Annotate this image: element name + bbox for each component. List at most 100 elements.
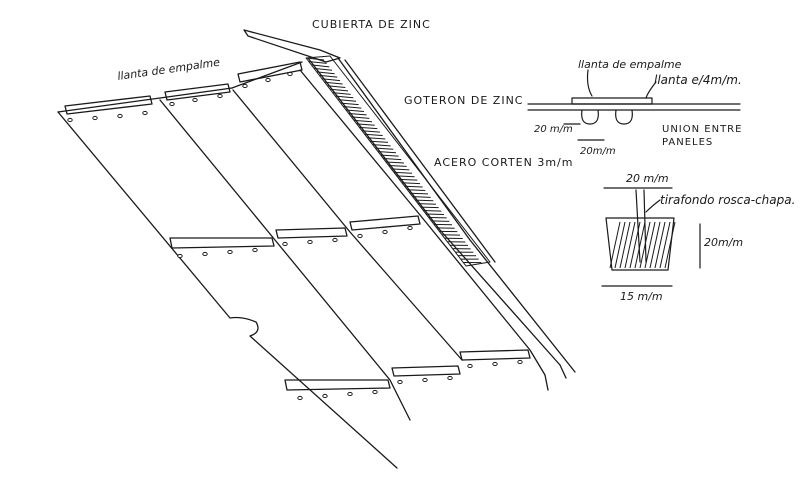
gutter-edge-2 xyxy=(337,57,576,373)
bolt-hole xyxy=(202,251,208,257)
bolt-hole xyxy=(357,233,363,239)
hatch-line xyxy=(369,140,389,143)
hatch-line xyxy=(372,144,391,147)
bolt-hole xyxy=(192,97,198,103)
screw-hatch-line xyxy=(659,221,671,269)
joint-strip-low-3 xyxy=(459,349,531,361)
lower-right-edge xyxy=(544,374,549,391)
hatch-line xyxy=(364,133,383,137)
label-zinc-cover: CUBIERTA DE ZINC xyxy=(312,18,431,31)
hatch-line xyxy=(353,119,373,123)
bolt-hole xyxy=(227,249,233,255)
panel-top-edge-2 xyxy=(159,87,233,99)
hatch-line xyxy=(332,92,351,95)
screw-hatch-line xyxy=(614,221,626,269)
bolt-hole xyxy=(407,225,413,231)
hatch-line xyxy=(380,154,399,157)
hatch-line xyxy=(321,78,341,82)
joint-lug-left xyxy=(581,109,599,125)
bolt-hole xyxy=(242,83,248,89)
hatch-line xyxy=(343,106,362,109)
hatch-line xyxy=(391,168,410,171)
label-screw: tirafondo rosca-chapa. xyxy=(660,193,795,207)
label-joint-strip-detail: llanta de empalme xyxy=(578,58,682,71)
leader-joint-strip xyxy=(586,69,593,97)
hatch-line xyxy=(327,85,346,88)
hatch-line xyxy=(319,74,338,78)
bolt-hole xyxy=(422,377,428,383)
leader-strip-thickness xyxy=(645,81,657,99)
hatch-line xyxy=(308,60,327,64)
bolt-hole xyxy=(322,393,328,399)
label-dim-20-right: 20m/m xyxy=(704,236,743,249)
panel-left-outer-edge xyxy=(57,111,398,469)
joint-strip-plate xyxy=(571,97,653,105)
bolt-hole xyxy=(307,239,313,245)
hatch-line xyxy=(420,206,439,209)
hatch-line xyxy=(385,161,405,164)
joint-strip-mid-3 xyxy=(349,215,421,231)
hatch-line xyxy=(383,158,402,161)
bolt-holes xyxy=(67,71,523,401)
corten-hatch-strip xyxy=(305,55,491,267)
hatch-line xyxy=(324,81,343,85)
hatch-line xyxy=(351,116,370,119)
bolt-hole xyxy=(287,71,293,77)
hatch-line xyxy=(311,64,330,68)
joint-strip-top-2 xyxy=(164,83,231,101)
label-dim-20-below: 20m/m xyxy=(580,146,616,157)
panel-divider-2 xyxy=(232,89,463,361)
panel-divider-3 xyxy=(299,69,546,376)
bolt-hole xyxy=(467,363,473,369)
gutter-edge-1 xyxy=(307,57,561,366)
hatch-line xyxy=(377,151,397,154)
bolt-hole xyxy=(297,395,303,401)
bolt-hole xyxy=(142,110,148,116)
bolt-hole xyxy=(372,389,378,395)
hatch-line xyxy=(388,164,407,167)
bolt-hole xyxy=(92,115,98,121)
lower-right-edge-2 xyxy=(559,364,567,379)
bolt-hole xyxy=(117,113,123,119)
panel-top-edge-3 xyxy=(231,61,303,89)
label-panel-joint-2: PANELES xyxy=(662,137,713,148)
joint-strip-top-1 xyxy=(64,95,153,115)
hatch-line xyxy=(425,213,445,215)
hatch-line xyxy=(393,171,413,174)
hatch-line xyxy=(375,147,394,150)
hatch-line xyxy=(417,203,437,205)
label-corten-steel: ACERO CORTEN 3m/m xyxy=(434,156,573,169)
screw-hatch xyxy=(609,221,676,269)
screw-hatch-line xyxy=(629,221,641,269)
bolt-hole xyxy=(447,375,453,381)
screw-hatch-line xyxy=(624,221,636,269)
hatch-line xyxy=(359,126,378,130)
bolt-hole xyxy=(492,361,498,367)
hatch-line xyxy=(407,189,426,191)
bolt-hole xyxy=(177,253,183,259)
bolt-hole xyxy=(282,241,288,247)
hatch-line xyxy=(348,112,367,116)
label-zinc-gutter: GOTERON DE ZINC xyxy=(404,94,523,107)
joint-strip-mid-2 xyxy=(275,227,348,239)
hatch-line xyxy=(335,95,354,99)
joint-strip-mid-1 xyxy=(169,237,275,249)
panel-divider-1 xyxy=(159,99,411,421)
label-dim-15-bottom: 15 m/m xyxy=(620,290,663,303)
screw-hatch-line xyxy=(609,221,621,269)
screw-hatch-line xyxy=(634,221,646,269)
roof-panels-drawing xyxy=(57,29,576,469)
hatch-line xyxy=(404,185,423,188)
hatch-line xyxy=(367,137,386,140)
hatch-line xyxy=(401,182,421,185)
hatch-line xyxy=(412,196,431,198)
screw-hatch-line xyxy=(639,221,651,269)
hatch-line xyxy=(340,102,359,106)
hatch-line xyxy=(329,88,349,92)
hatch-line xyxy=(399,178,418,181)
panel-top-edge-1 xyxy=(57,97,161,113)
bolt-hole xyxy=(517,359,523,365)
hatch-line xyxy=(316,71,335,75)
hatch-line xyxy=(423,210,442,212)
screw-hatch-line xyxy=(664,221,676,269)
